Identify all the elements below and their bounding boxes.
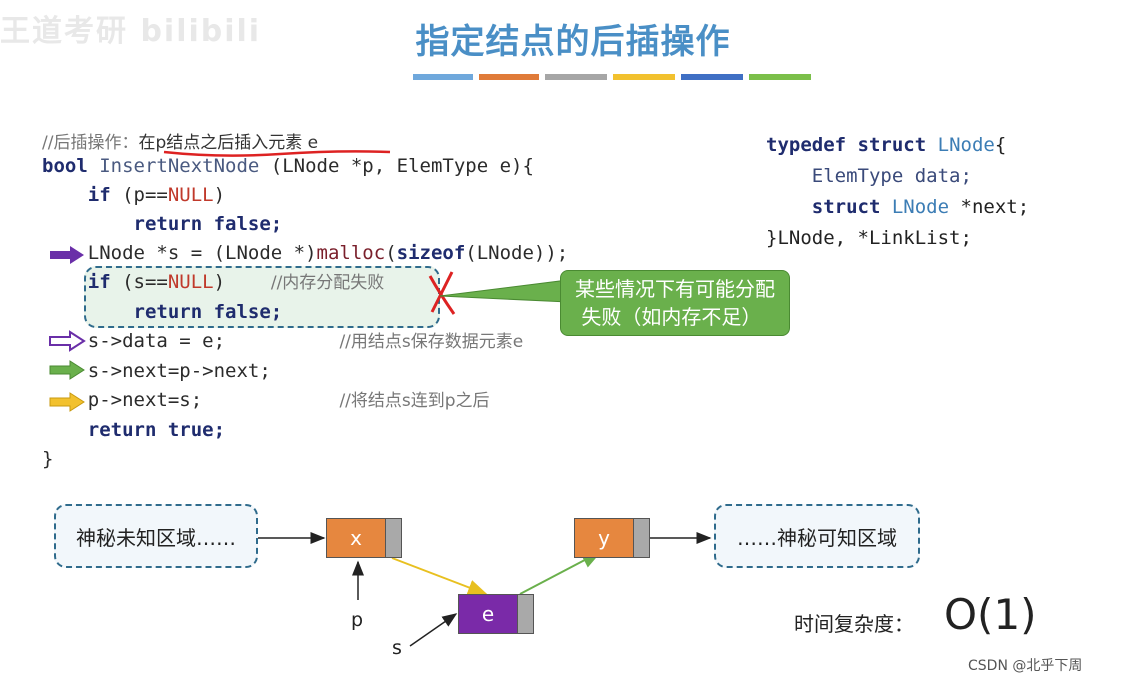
code-if2-cond: (s== xyxy=(110,271,168,293)
code-if2: if xyxy=(87,271,111,293)
code-if2-close: ) xyxy=(213,271,226,293)
code-bool: bool xyxy=(42,155,88,177)
struct-definition: typedef struct LNode{ ElemType data; str… xyxy=(766,130,1029,254)
struct-field-next: *next; xyxy=(949,196,1030,218)
code-null-2: NULL xyxy=(167,271,214,293)
color-strip-1 xyxy=(413,74,473,80)
purple-filled-arrow-icon xyxy=(50,246,84,264)
code-comment-top: //后插操作：在p结点之后插入元素 e xyxy=(42,133,319,153)
watermark: 王道考研 bilibili xyxy=(0,14,262,49)
node-e-pointer xyxy=(518,594,534,634)
code-false1: false; xyxy=(202,213,283,235)
code-if1: if xyxy=(87,184,111,206)
code-if1-close: ) xyxy=(213,184,226,206)
code-if1-cond: (p== xyxy=(110,184,168,206)
code-alloc-fail-comment: //内存分配失败 xyxy=(270,273,385,293)
node-y: y xyxy=(574,518,650,558)
color-strip-4 xyxy=(613,74,675,80)
code-line-data: s->data = e; xyxy=(87,330,226,352)
left-unknown-region: 神秘未知区域…… xyxy=(54,504,258,568)
code-sizeof: sizeof xyxy=(396,242,466,264)
struct-open-brace: { xyxy=(994,134,1007,156)
yellow-arrow-icon xyxy=(49,392,85,412)
time-complexity-value: O(1) xyxy=(944,590,1037,639)
code-false2: false; xyxy=(202,301,283,323)
code-link-comment: //将结点s连到p之后 xyxy=(339,391,490,411)
comment-underlined-text: 在p结点之后插入元素 e xyxy=(138,133,319,153)
color-strip-3 xyxy=(545,74,607,80)
code-line-link: p->next=s; xyxy=(87,389,203,411)
time-complexity-label: 时间复杂度： xyxy=(794,612,914,636)
code-malloc-end: (LNode)); xyxy=(465,242,569,264)
callout-pointer xyxy=(439,279,569,303)
node-x-pointer xyxy=(386,518,402,558)
slide-title: 指定结点的后插操作 xyxy=(415,22,731,62)
struct-lnode-name: LNode xyxy=(937,134,995,156)
code-return2: return xyxy=(133,301,203,323)
code-malloc-paren: ( xyxy=(385,242,397,264)
struct-field-data: ElemType data; xyxy=(811,165,972,187)
purple-outline-arrow-icon xyxy=(49,330,86,352)
struct-field-next-kw: struct xyxy=(811,196,881,218)
code-line-next: s->next=p->next; xyxy=(87,360,271,382)
struct-keyword: struct xyxy=(857,134,927,156)
node-e: e xyxy=(458,594,534,634)
code-close-brace: } xyxy=(42,448,54,470)
code-malloc: malloc xyxy=(316,242,386,264)
alloc-failure-callout: 某些情况下有可能分配 失败（如内存不足） xyxy=(560,270,790,336)
node-y-value: y xyxy=(574,518,634,558)
code-block: bool InsertNextNode (LNode *p, ElemType … xyxy=(42,152,568,474)
failure-check-highlight xyxy=(84,266,440,328)
struct-typedef: typedef xyxy=(766,134,847,156)
green-arrow-icon xyxy=(49,360,85,380)
node-x-value: x xyxy=(326,518,386,558)
label-s: s xyxy=(392,637,402,659)
code-null: NULL xyxy=(167,184,214,206)
color-strip-2 xyxy=(479,74,539,80)
struct-close: }LNode, *LinkList; xyxy=(766,227,972,249)
code-data-comment: //用结点s保存数据元素e xyxy=(339,332,524,352)
red-x-mark xyxy=(428,271,456,315)
label-p: p xyxy=(351,609,364,631)
code-true: true; xyxy=(156,419,226,441)
code-return3: return xyxy=(87,419,157,441)
color-strip-6 xyxy=(749,74,811,80)
red-underline-annotation xyxy=(163,150,391,157)
code-fn-name: InsertNextNode xyxy=(87,155,271,177)
code-signature-rest: (LNode *p, ElemType e){ xyxy=(270,155,534,177)
code-malloc-decl: LNode *s = (LNode *) xyxy=(87,242,317,264)
node-x: x xyxy=(326,518,402,558)
color-strip-5 xyxy=(681,74,743,80)
struct-field-next-type: LNode xyxy=(891,196,950,218)
right-known-region: ……神秘可知区域 xyxy=(714,504,920,568)
code-return1: return xyxy=(133,213,203,235)
csdn-watermark: CSDN @北乎下周 xyxy=(968,658,1083,674)
node-y-pointer xyxy=(634,518,650,558)
node-e-value: e xyxy=(458,594,518,634)
